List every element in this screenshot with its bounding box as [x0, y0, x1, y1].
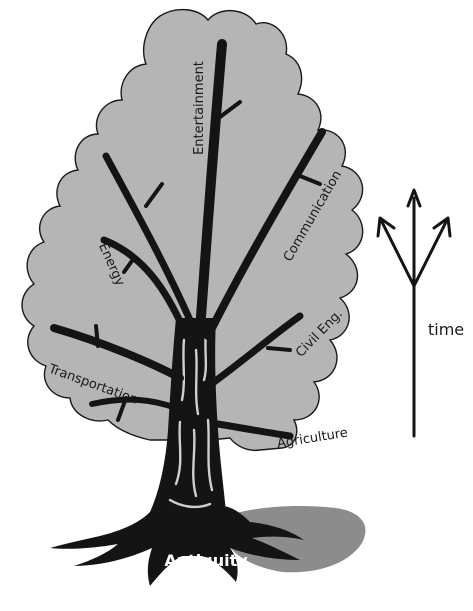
label-antiquity: Antiquity	[164, 551, 248, 570]
time-arrow-icon	[378, 190, 450, 436]
label-entertainment: Entertainment	[192, 61, 207, 155]
label-time: time	[428, 320, 464, 339]
